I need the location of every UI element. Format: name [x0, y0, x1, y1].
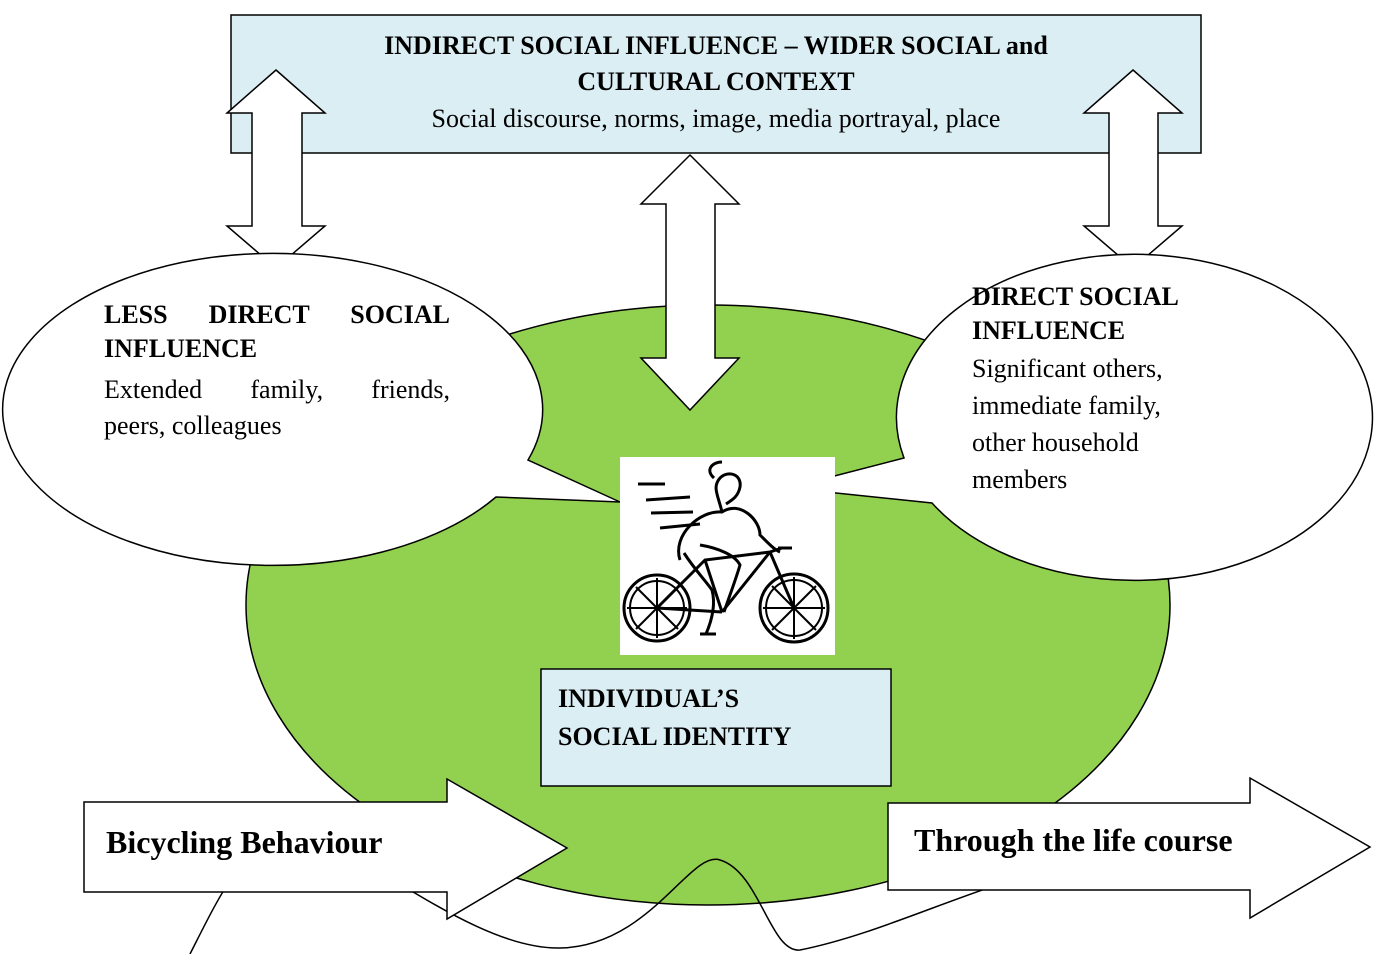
less-direct-influence-title-line1: LESS DIRECT SOCIAL — [104, 300, 450, 329]
direct-influence-bubble — [787, 253, 1374, 582]
direct-influence-title: DIRECT SOCIAL INFLUENCE — [972, 280, 1272, 348]
direct-influence-text: Significant others, immediate family, ot… — [972, 350, 1252, 498]
direct-influence-text-line2: immediate family, — [972, 391, 1161, 420]
indirect-influence-title-line1: INDIRECT SOCIAL INFLUENCE – WIDER SOCIAL… — [384, 31, 1048, 60]
indirect-influence-subtitle: Social discourse, norms, image, media po… — [431, 104, 1001, 133]
individual-identity-label: INDIVIDUAL’S SOCIAL IDENTITY — [558, 680, 858, 756]
direct-influence-text-line1: Significant others, — [972, 354, 1163, 383]
less-direct-influence-title-line2: INFLUENCE — [104, 334, 258, 363]
indirect-influence-box — [230, 14, 1202, 154]
individual-identity-line2: SOCIAL IDENTITY — [558, 722, 792, 751]
direct-influence-text-line3: other household — [972, 428, 1139, 457]
center-double-arrow — [639, 153, 741, 412]
life-course-arrow — [887, 776, 1372, 920]
less-direct-influence-text-line1: Extended family, friends, — [104, 375, 450, 404]
bicycling-behaviour-arrow — [83, 777, 569, 921]
cyclist-icon — [622, 460, 830, 644]
direct-influence-title-line1: DIRECT SOCIAL — [972, 282, 1179, 311]
bicycling-behaviour-label: Bicycling Behaviour — [106, 824, 383, 860]
direct-influence-title-line2: INFLUENCE — [972, 316, 1126, 345]
individual-identity-box — [540, 668, 892, 787]
indirect-influence-title-line2: CULTURAL CONTEXT — [577, 67, 855, 96]
less-direct-influence-title: LESS DIRECT SOCIAL INFLUENCE — [104, 298, 450, 366]
life-course-label: Through the life course — [914, 822, 1233, 858]
indirect-influence-title: INDIRECT SOCIAL INFLUENCE – WIDER SOCIAL… — [232, 28, 1200, 100]
less-direct-influence-text-line2: peers, colleagues — [104, 411, 282, 440]
individual-identity-line1: INDIVIDUAL’S — [558, 684, 740, 713]
less-direct-influence-bubble — [1, 252, 621, 567]
direct-influence-text-line4: members — [972, 465, 1068, 494]
